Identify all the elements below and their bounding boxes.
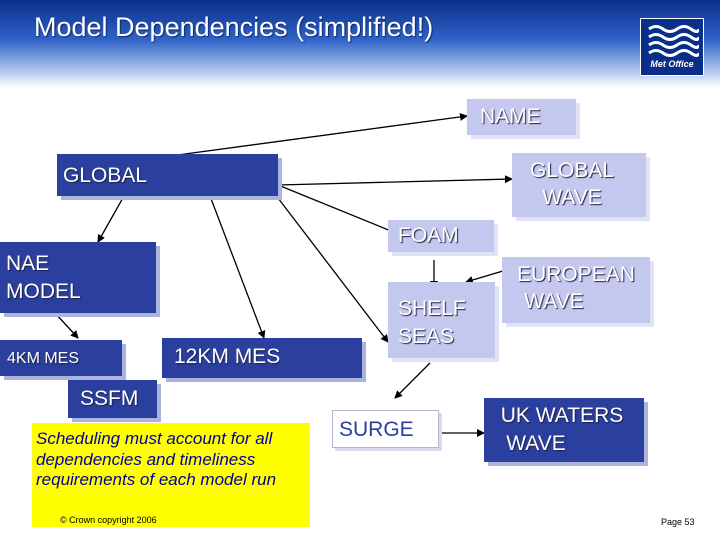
node-surge-label: SURGE — [339, 418, 414, 441]
page-number: Page 53 — [661, 517, 695, 527]
node-uk-waters-wave: UK WATERS WAVE — [484, 398, 644, 462]
arrow-shelf-to-surge — [394, 362, 431, 399]
node-uk-waters-line2: WAVE — [506, 432, 566, 455]
node-global-label: GLOBAL — [63, 164, 148, 187]
node-uk-waters-line1: UK WATERS — [500, 404, 624, 427]
node-name: NAME — [467, 99, 576, 135]
copyright-text: © Crown copyright 2006 — [60, 515, 157, 525]
node-global-wave-line1: GLOBAL — [529, 159, 615, 182]
wave-logo-icon — [648, 25, 699, 57]
node-ssfm: SSFM — [68, 380, 157, 418]
node-12km-mes: 12KM MES — [162, 338, 362, 378]
arrow-global-to-shelf — [277, 197, 389, 343]
arrow-global-to-foam — [277, 184, 397, 235]
node-surge: SURGE — [332, 410, 439, 448]
node-european-line2: WAVE — [524, 290, 584, 313]
node-ssfm-label: SSFM — [80, 387, 139, 410]
node-global-wave: GLOBAL WAVE — [512, 153, 646, 217]
logo-text: Met Office — [650, 59, 694, 69]
node-european-wave: EUROPEAN WAVE — [502, 257, 650, 323]
node-foam: FOAM — [388, 220, 494, 252]
node-nae-line2: MODEL — [6, 280, 81, 303]
arrow-nae-to-4km — [54, 312, 79, 339]
node-shelf-line2: SEAS — [398, 325, 455, 348]
node-nae-model: NAE MODEL — [0, 242, 156, 313]
scheduling-note: Scheduling must account for all dependen… — [32, 423, 310, 527]
arrow-global-to-name — [169, 112, 468, 157]
node-4km-mes: 4KM MES — [0, 340, 122, 376]
node-european-line1: EUROPEAN — [517, 263, 635, 286]
node-nae-line1: NAE — [6, 252, 50, 275]
node-shelf-seas: SHELF SEAS — [388, 282, 495, 358]
node-name-label: NAME — [480, 105, 541, 128]
node-global: GLOBAL — [57, 154, 278, 196]
arrow-global-to-12km — [209, 195, 266, 339]
node-global-wave-line2: WAVE — [542, 186, 602, 209]
slide-title: Model Dependencies (simplified!) — [34, 12, 434, 42]
arrow-global-to-global-wave — [277, 175, 513, 186]
node-4km-label: 4KM MES — [7, 350, 80, 367]
node-shelf-line1: SHELF — [398, 297, 466, 320]
met-office-logo: Met Office — [640, 18, 704, 76]
title-bar — [0, 0, 720, 88]
node-12km-label: 12KM MES — [174, 345, 281, 368]
arrow-global-to-nae — [97, 195, 125, 243]
node-foam-label: FOAM — [398, 224, 459, 247]
